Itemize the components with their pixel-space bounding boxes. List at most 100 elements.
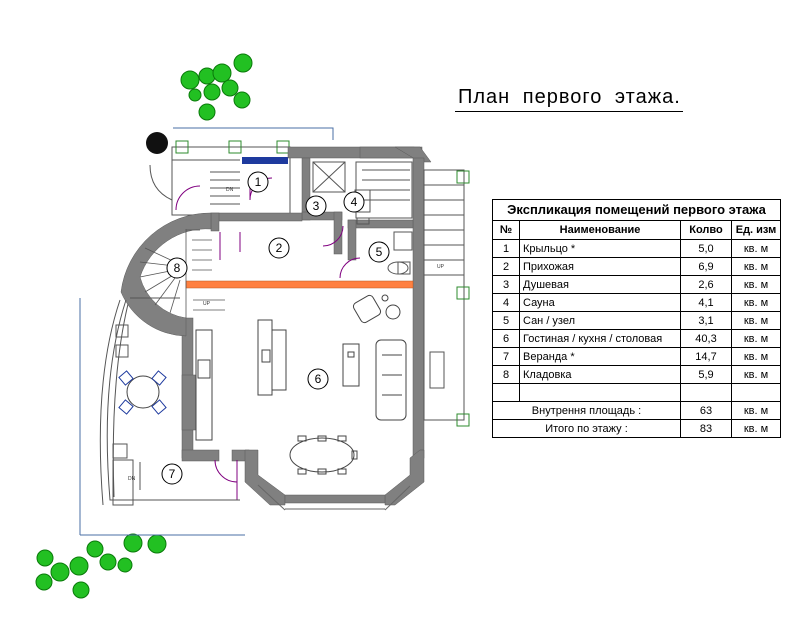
inner-area-row: Внутрення площадь : 63 кв. м — [493, 401, 780, 420]
svg-text:7: 7 — [169, 467, 176, 481]
row-num: 6 — [493, 329, 520, 348]
floor-total-row: Итого по этажу : 83 кв. м — [493, 419, 780, 437]
exterior-posts — [456, 170, 470, 427]
svg-text:6: 6 — [315, 372, 322, 386]
plan-title: План первого этажа. — [458, 86, 681, 108]
shrubs-top — [180, 53, 253, 121]
explication-grid: № Наименование Колво Ед. изм 1 Крыльцо *… — [493, 221, 780, 437]
up-label-interior: UP — [203, 301, 211, 307]
stair-labels: DN DN UP UP — [128, 187, 445, 482]
row-unit: кв. м — [731, 329, 780, 348]
row-qty: 3,1 — [680, 311, 732, 330]
site-lines — [79, 127, 334, 536]
room-marker-5: 5 — [368, 241, 390, 263]
veranda-table — [118, 370, 167, 415]
room-marker-4: 4 — [343, 191, 365, 213]
svg-text:8: 8 — [174, 261, 181, 275]
room-marker-7: 7 — [161, 463, 183, 485]
row-num: 7 — [493, 347, 520, 366]
row-qty: 5,9 — [680, 365, 732, 384]
armchair — [352, 294, 401, 324]
sofa — [375, 339, 407, 421]
row-name: Сауна — [519, 293, 681, 312]
coffee-table — [342, 343, 360, 387]
row-name: Крыльцо * — [519, 239, 681, 258]
exterior-walls — [181, 146, 432, 506]
svg-text:4: 4 — [351, 195, 358, 209]
inner-area-label: Внутрення площадь : — [493, 401, 681, 420]
svg-text:3: 3 — [313, 199, 320, 213]
row-qty: 14,7 — [680, 347, 732, 366]
blue-bench — [242, 157, 288, 164]
window-glass — [257, 484, 411, 511]
table-row: 1 Крыльцо * 5,0 кв. м — [493, 239, 780, 258]
table-spacer-row — [493, 383, 780, 402]
inner-area-qty: 63 — [680, 401, 732, 420]
up-label-exterior: UP — [437, 264, 445, 270]
table-row: 7 Веранда * 14,7 кв. м — [493, 347, 780, 366]
row-unit: кв. м — [731, 239, 780, 258]
row-unit: кв. м — [731, 365, 780, 384]
room-markers: 1 2 3 4 5 6 7 8 — [161, 171, 390, 485]
row-qty: 4,1 — [680, 293, 732, 312]
row-name: Гостиная / кухня / столовая — [519, 329, 681, 348]
explication-heading: Экспликация помещений первого этажа — [493, 200, 780, 221]
dining-table — [289, 435, 358, 475]
exterior-staircase — [423, 169, 465, 421]
row-name: Прихожая — [519, 257, 681, 276]
row-name: Душевая — [519, 275, 681, 294]
floor-total-unit: кв. м — [743, 422, 769, 435]
row-num: 3 — [493, 275, 520, 294]
row-unit: кв. м — [731, 347, 780, 366]
row-num: 5 — [493, 311, 520, 330]
row-name: Сан / узел — [519, 311, 681, 330]
row-qty: 6,9 — [680, 257, 732, 276]
row-name: Веранда * — [519, 347, 681, 366]
row-name: Кладовка — [519, 365, 681, 384]
floor-total-label: Итого по этажу : — [493, 419, 681, 437]
veranda-posts — [112, 324, 134, 506]
row-unit: кв. м — [731, 293, 780, 312]
col-qty: Колво — [680, 221, 732, 240]
row-unit: кв. м — [731, 257, 780, 276]
table-row: 5 Сан / узел 3,1 кв. м — [493, 311, 780, 330]
dark-shrub — [146, 132, 168, 154]
table-row: 4 Сауна 4,1 кв. м — [493, 293, 780, 312]
room-marker-8: 8 — [166, 257, 188, 279]
row-qty: 40,3 — [680, 329, 732, 348]
svg-text:5: 5 — [376, 245, 383, 259]
row-unit: кв. м — [731, 275, 780, 294]
row-num: 2 — [493, 257, 520, 276]
col-unit: Ед. изм — [731, 221, 780, 240]
col-num: № — [493, 221, 520, 240]
row-qty: 5,0 — [680, 239, 732, 258]
room-marker-6: 6 — [307, 368, 329, 390]
row-num: 1 — [493, 239, 520, 258]
table-row: 8 Кладовка 5,9 кв. м — [493, 365, 780, 384]
row-num: 4 — [493, 293, 520, 312]
room-marker-3: 3 — [305, 195, 327, 217]
svg-text:2: 2 — [276, 241, 283, 255]
room-marker-2: 2 — [268, 237, 290, 259]
partition-beam — [185, 280, 414, 289]
table-row: 6 Гостиная / кухня / столовая 40,3 кв. м — [493, 329, 780, 348]
room-marker-1: 1 — [247, 171, 269, 193]
table-row: 2 Прихожая 6,9 кв. м — [493, 257, 780, 276]
dn-label-veranda: DN — [128, 476, 136, 482]
kitchen-counter — [195, 329, 213, 441]
spiral-staircase — [120, 212, 225, 337]
row-unit: кв. м — [731, 311, 780, 330]
table-header-row: № Наименование Колво Ед. изм — [493, 221, 780, 240]
explication-table: Экспликация помещений первого этажа № На… — [492, 199, 781, 438]
table-row: 3 Душевая 2,6 кв. м — [493, 275, 780, 294]
porch-posts — [175, 140, 290, 154]
title-underline — [455, 111, 683, 112]
floor-total-qty: 83 — [680, 419, 732, 437]
row-qty: 2,6 — [680, 275, 732, 294]
wet-rooms — [312, 161, 413, 275]
col-name: Наименование — [519, 221, 681, 240]
kitchen-island — [257, 319, 287, 396]
dn-label-porch: DN — [226, 187, 234, 193]
row-num: 8 — [493, 365, 520, 384]
inner-area-unit: кв. м — [731, 401, 780, 420]
